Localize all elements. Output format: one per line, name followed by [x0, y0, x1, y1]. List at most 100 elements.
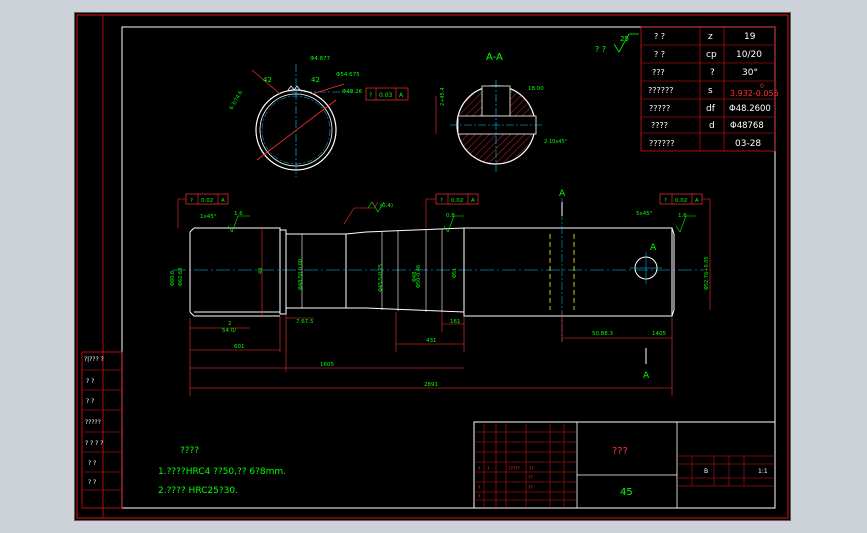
param-name-5: ????: [651, 121, 668, 130]
l-1405: 1405: [652, 331, 666, 337]
tol-right-val: 0.02: [675, 198, 687, 204]
param-sym-4: df: [706, 104, 716, 114]
side-item-1: ? ?: [86, 378, 94, 385]
l-431: 431: [426, 338, 437, 344]
param-sym-5: d: [709, 121, 715, 131]
param-name-3: ??????: [648, 86, 673, 95]
l-5088: 50.88.3: [592, 331, 613, 337]
tol-right-sym: ?: [664, 198, 667, 204]
tol-left-sym: ?: [190, 198, 193, 204]
param-sym-0: z: [708, 32, 713, 42]
l-2891: 2891: [424, 382, 438, 388]
outer-border: [76, 14, 789, 519]
section-label: A-A: [486, 52, 503, 63]
side-item-2: ? ?: [86, 398, 94, 405]
param-sym-3: s: [708, 86, 713, 96]
param-name-6: ??????: [649, 139, 674, 148]
rough-right: 1.6: [678, 213, 687, 219]
inner-border: [121, 26, 776, 509]
tb-cell-2: ?????: [508, 466, 521, 472]
section-dim-top: 18.00: [528, 86, 544, 92]
d-seg: Φ48.50 0.00: [298, 259, 304, 290]
chamfer-left: 1x45°: [200, 214, 217, 220]
side-item-0: ?|??? ?: [84, 356, 104, 363]
notes-line1: 1.????HRC4 ??50,?? 6?8mm.: [158, 467, 286, 477]
notes-title: ????: [180, 446, 199, 456]
tb-cell-5: ?: [478, 494, 481, 500]
rough-center: (0.4): [380, 203, 393, 209]
roughness-mark: ? ?: [595, 45, 606, 54]
side-item-6: ? ?: [88, 479, 96, 486]
spline-tol-sym: ?: [369, 92, 372, 99]
rough-left: 1.6: [234, 211, 243, 217]
param-val-1: 10/20: [736, 50, 762, 60]
param-val-0: 19: [744, 32, 756, 42]
spline-tol-ref: A: [399, 92, 404, 99]
spline-outer-circle: [255, 89, 337, 171]
tol-right-ref: A: [695, 198, 699, 204]
tb-cell-7: ??: [528, 485, 533, 491]
param-val-6: 03-28: [735, 139, 761, 149]
general-roughness: ? ? 25: [595, 33, 639, 54]
notes-line2: 2.???? HRC25?30.: [158, 486, 238, 496]
tb-cell-3: ??: [529, 466, 534, 472]
param-val-4: Φ48.2600: [729, 104, 771, 114]
l-2: 2: [228, 321, 232, 327]
tol-left-val: 0.02: [201, 198, 213, 204]
tb-cell-4: ?: [478, 485, 481, 491]
spline-tol-val: 0.03: [379, 92, 393, 99]
param-name-2: ???: [652, 68, 665, 77]
section-dim-left: 2+45.4: [440, 87, 446, 106]
spline-dim-mid: Φ48.26: [342, 89, 363, 95]
spline-end-view: Φ4.877 Φ54.675 Φ48.26 6.3/74.6 42 42 ? 0…: [229, 56, 409, 177]
tol-left-ref: A: [221, 198, 225, 204]
param-name-0: ? ?: [654, 32, 665, 41]
title-block: ? ? ????? ?? ? ? ?? ?? ??? 45 B 1:1: [473, 421, 776, 509]
spline-dim-42a: 42: [263, 76, 272, 84]
section-view: A-A 18.00 2+45.4 2-10x45°: [435, 52, 568, 172]
d-end: Φ52.76+0.05: [704, 256, 710, 290]
d-spline: 48: [258, 268, 264, 274]
technical-notes: ???? 1.????HRC4 ??50,?? 6?8mm. 2.???? HR…: [158, 446, 286, 496]
spline-dim-small: Φ4.877: [310, 56, 331, 62]
tb-cell-0: ?: [478, 466, 481, 472]
d-mid2: Φ48: [412, 272, 418, 282]
shaft-main-view: ? 0.02 A ? 0.02 A ? 0.02 A 1x45° 5x45° 1…: [170, 189, 711, 396]
d-right: Φ51: [452, 268, 458, 278]
section-mark-top: A: [559, 189, 566, 199]
d-mid: Φ45.5-0.25: [378, 264, 384, 292]
side-item-5: ? ?: [88, 460, 96, 467]
spline-dim-outer: Φ54.675: [336, 72, 360, 78]
d-left-1: Φ80.8: [170, 271, 176, 286]
side-item-4: ? ? ? ?: [85, 440, 103, 447]
params-table: ? ? z 19 ? ? cp 10/20 ??? ? 30° ?????? s…: [640, 26, 779, 152]
l-7: 7.67.5: [296, 319, 314, 325]
tol-mid-ref: A: [471, 198, 475, 204]
tol-mid-sym: ?: [440, 198, 443, 204]
side-table: ?|??? ? ? ? ? ? ????? ? ? ? ? ? ? ? ?: [81, 351, 123, 509]
param-sym-2: ?: [710, 68, 715, 78]
d-mid3: Φ50-0.46: [416, 265, 422, 288]
param-val-5: Φ48768: [730, 121, 764, 131]
param-val-3-sup: 0: [760, 83, 764, 90]
rough-mid: 0.8: [446, 213, 455, 219]
l-601: 601: [234, 344, 245, 350]
cad-drawing: ?|??? ? ? ? ? ? ????? ? ? ? ? ? ? ? ? ? …: [76, 14, 789, 519]
param-val-2: 30°: [742, 68, 758, 78]
tb-cell-1: ?: [487, 466, 490, 472]
l-54: 54 0/: [222, 328, 236, 334]
section-dim-right: 2-10x45°: [544, 139, 568, 145]
spline-inner-circle: [259, 93, 333, 167]
side-item-3: ?????: [85, 419, 101, 426]
part-name: ???: [612, 446, 628, 457]
chamfer-right: 5x45°: [636, 211, 653, 217]
section-mark-bottom: A: [643, 371, 650, 381]
l-161: 161: [450, 319, 461, 325]
tol-mid-val: 0.02: [451, 198, 463, 204]
param-name-1: ? ?: [654, 50, 665, 59]
param-val-3: 3.932-0.055: [730, 89, 779, 98]
roughness-value: 25: [620, 35, 629, 43]
sheet-cell: 1:1: [758, 468, 768, 475]
tb-cell-6: ??: [528, 475, 533, 481]
param-sym-1: cp: [706, 50, 717, 60]
